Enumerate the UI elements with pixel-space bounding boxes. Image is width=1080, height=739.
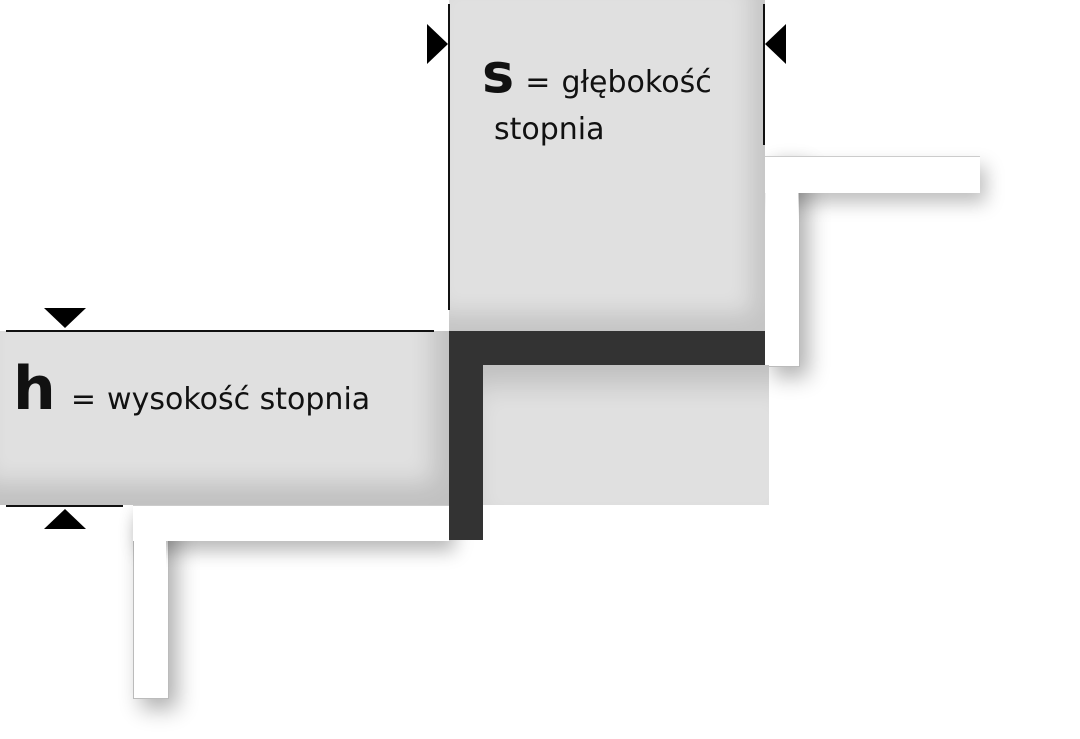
- arrow-up-icon: [44, 509, 86, 529]
- depth-dimension-line-left: [448, 4, 450, 310]
- riser-profile: [449, 331, 483, 540]
- upper-step-tread: [765, 156, 980, 193]
- height-equals: =: [70, 382, 96, 417]
- height-label: h = wysokość stopnia: [13, 354, 370, 424]
- depth-label: s = głębokość: [482, 42, 712, 105]
- arrow-right-icon: [427, 24, 448, 64]
- tread-profile: [449, 331, 765, 365]
- step-height-region: [0, 331, 449, 505]
- upper-step-cover: [766, 157, 798, 365]
- depth-dimension-line-right: [763, 4, 765, 145]
- height-dimension-line-bottom: [6, 505, 123, 507]
- depth-equals: =: [525, 65, 551, 100]
- arrow-down-icon: [44, 308, 86, 328]
- depth-symbol: s: [482, 42, 515, 105]
- lower-step-cover: [134, 506, 166, 696]
- depth-text-line2: stopnia: [494, 112, 605, 147]
- arrow-left-icon: [765, 24, 786, 64]
- step-depth-region: [449, 0, 765, 331]
- depth-text-line1: głębokość: [561, 65, 712, 100]
- lower-step-tread: [133, 505, 449, 541]
- height-text: wysokość stopnia: [107, 382, 371, 417]
- height-dimension-line-top: [6, 330, 434, 332]
- step-body-region: [449, 365, 769, 505]
- height-symbol: h: [13, 354, 56, 424]
